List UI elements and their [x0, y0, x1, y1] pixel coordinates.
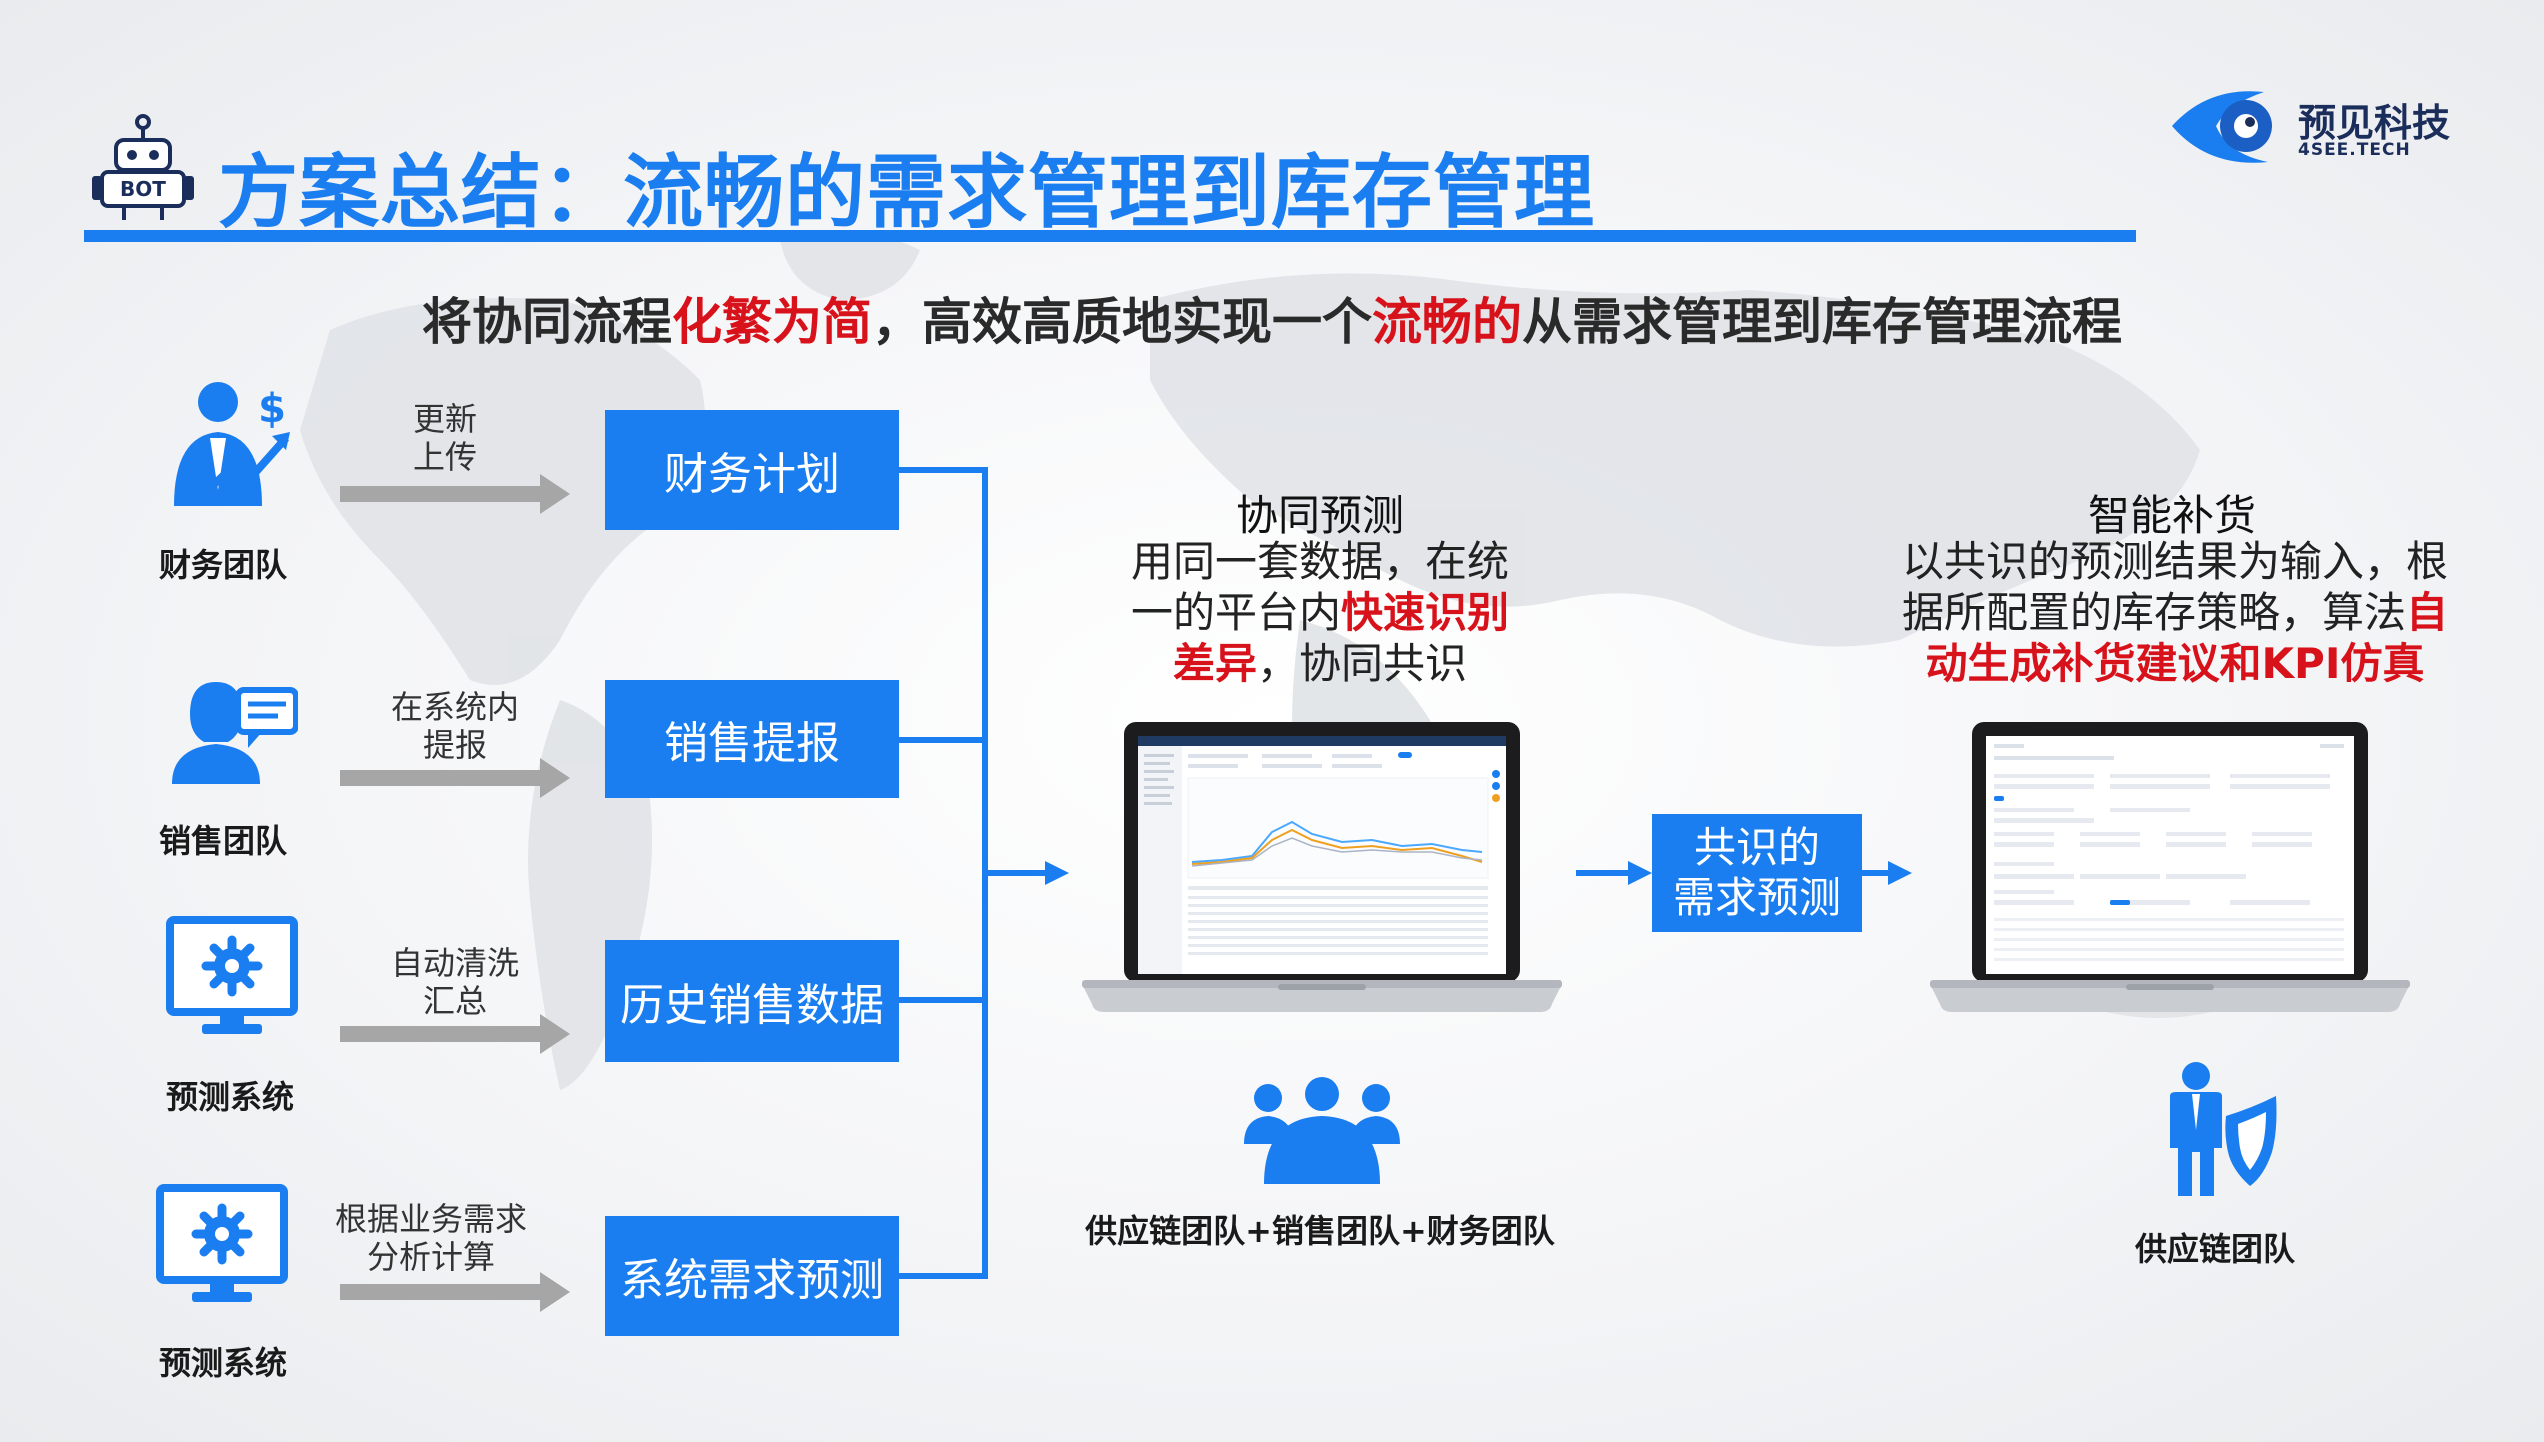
finance-person-icon: $ — [174, 382, 290, 506]
blue-arrow — [1862, 861, 1912, 885]
box-sales-report: 销售提报 — [605, 680, 899, 798]
replenish-desc-line3: 动生成补货建议和KPI仿真 — [1880, 638, 2470, 689]
team-group-icon — [1244, 1077, 1400, 1184]
team-label-finance: 财务团队 — [158, 546, 287, 584]
arrow-note-line1: 在系统内 — [390, 688, 519, 726]
monitor-gear-icon — [156, 1184, 288, 1302]
team-label-forecast-system-2: 预测系统 — [158, 1344, 287, 1382]
consensus-line1: 共识的 — [1693, 823, 1820, 872]
consensus-forecast-box: 共识的 需求预测 — [1652, 814, 1862, 932]
logo-name: 预见科技 — [2298, 101, 2451, 145]
arrow-note-line2: 上传 — [412, 438, 477, 476]
robot-bot-icon: BOT — [92, 114, 194, 220]
box-finance-plan: 财务计划 — [605, 410, 899, 530]
arrow-note-line2: 提报 — [422, 726, 487, 764]
arrow-note-system: 根据业务需求分析计算 — [326, 1200, 536, 1276]
replenish-desc-line2: 据所配置的库存策略，算法自 — [1880, 587, 2470, 638]
arrow-note-line2: 汇总 — [422, 982, 487, 1020]
collab-desc-line1: 用同一套数据，在统 — [1130, 537, 1509, 586]
subtitle-highlight-simplify: 化繁为简 — [672, 293, 872, 351]
gray-arrow — [340, 474, 570, 514]
arrow-note-line1: 自动清洗 — [390, 944, 519, 982]
subtitle-part5: 从需求管理到库存管理流程 — [1522, 293, 2122, 351]
logo-subtitle: 4SEE.TECH — [2298, 140, 2411, 160]
team-label-forecast-system: 预测系统 — [165, 1078, 294, 1116]
laptop-forecast-screenshot — [1082, 722, 1562, 1012]
consensus-line2: 需求预测 — [1672, 873, 1841, 922]
supply-chain-team-label: 供应链团队 — [2134, 1230, 2295, 1268]
blue-arrow — [1576, 861, 1652, 885]
box-system-forecast: 系统需求预测 — [605, 1216, 899, 1336]
collab-desc-line3-text: ，协同共识 — [1257, 639, 1468, 688]
collab-desc-highlight-diff: 差异 — [1172, 639, 1257, 688]
collab-desc: 用同一套数据，在统 一的平台内快速识别 差异，协同共识 — [1080, 536, 1560, 689]
arrow-note-sales: 在系统内提报 — [350, 688, 560, 764]
svg-text:$: $ — [258, 386, 286, 432]
robot-badge-text: BOT — [120, 177, 166, 201]
arrow-note-history: 自动清洗汇总 — [350, 944, 560, 1020]
collab-team-label: 供应链团队+销售团队+财务团队 — [1085, 1212, 1555, 1250]
replenish-desc-highlight-auto: 自 — [2406, 588, 2449, 637]
gray-arrow — [340, 758, 570, 798]
replenish-desc-highlight-kpi: 动生成补货建议和KPI仿真 — [1925, 639, 2425, 688]
subtitle-part1: 将协同流程 — [422, 293, 672, 351]
subtitle: 将协同流程化繁为简，高效高质地实现一个流畅的从需求管理到库存管理流程 — [0, 282, 2544, 354]
monitor-gear-icon — [166, 916, 298, 1034]
collab-desc-line2-text: 一的平台内 — [1130, 588, 1341, 637]
subtitle-highlight-smooth: 流畅的 — [1372, 293, 1522, 351]
arrow-note-line1: 根据业务需求 — [334, 1200, 527, 1238]
arrow-note-line2: 分析计算 — [366, 1238, 495, 1276]
gray-arrow — [340, 1272, 570, 1312]
supply-chain-person-shield-icon — [2170, 1062, 2277, 1196]
title-underline — [84, 230, 2136, 242]
subtitle-part3: ，高效高质地实现一个 — [872, 293, 1372, 351]
laptop-replenishment-screenshot — [1930, 722, 2410, 1012]
arrow-note-finance: 更新上传 — [340, 400, 550, 476]
replenish-desc-line2-text: 据所配置的库存策略，算法 — [1901, 588, 2406, 637]
gray-arrow — [340, 1014, 570, 1054]
collab-desc-highlight-identify: 快速识别 — [1341, 588, 1510, 637]
page-title: 方案总结：流畅的需求管理到库存管理 — [218, 146, 1595, 239]
collab-desc-line3: 差异，协同共识 — [1080, 638, 1560, 689]
replenish-title: 智能补货 — [2087, 491, 2256, 540]
bracket-connector — [899, 467, 1069, 1279]
arrow-note-line1: 更新 — [412, 400, 477, 438]
box-history-sales: 历史销售数据 — [605, 940, 899, 1062]
team-label-sales: 销售团队 — [158, 822, 287, 860]
replenish-desc: 以共识的预测结果为输入，根 据所配置的库存策略，算法自 动生成补货建议和KPI仿… — [1880, 536, 2470, 689]
collab-desc-line2: 一的平台内快速识别 — [1080, 587, 1560, 638]
sales-person-icon — [172, 682, 298, 784]
replenish-desc-line1: 以共识的预测结果为输入，根 — [1901, 537, 2448, 586]
logo-eye-icon — [2172, 91, 2272, 163]
collab-title: 协同预测 — [1235, 491, 1404, 540]
